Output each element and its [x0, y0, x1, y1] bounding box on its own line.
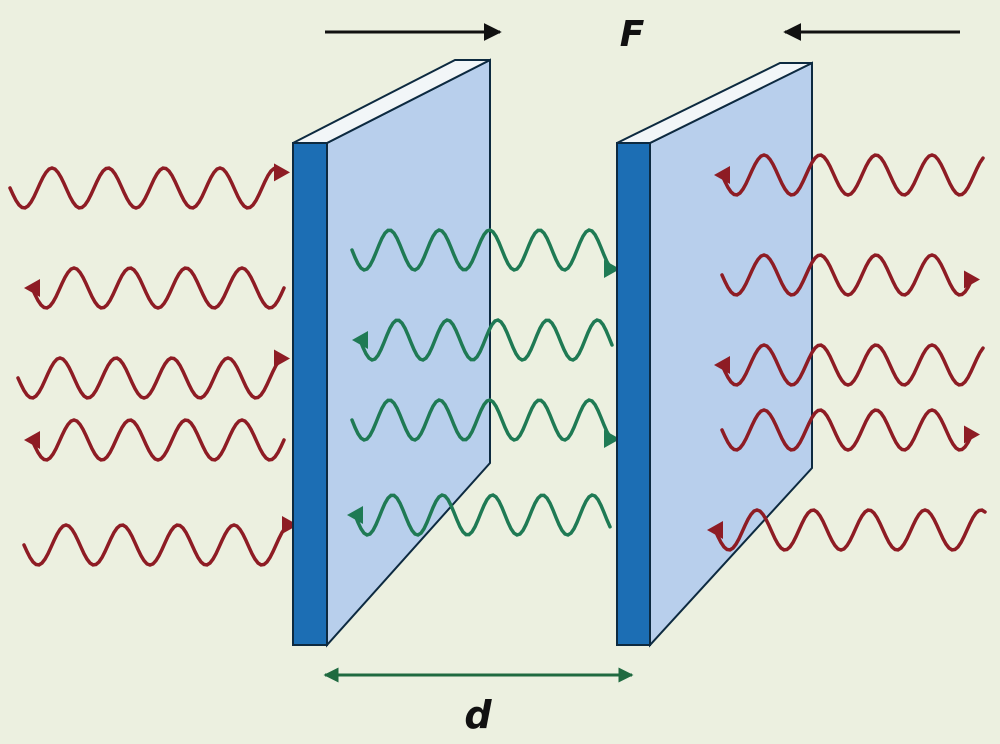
outside-wave-right-1-arrowhead [714, 166, 730, 184]
left-outside-waves [8, 163, 298, 567]
outside-wave-right-5-arrowhead [707, 521, 723, 539]
outside-wave-right-2 [720, 253, 973, 297]
inside-wave-1-arrowhead [604, 260, 620, 279]
outside-wave-right-1 [720, 153, 985, 197]
inside-wave-2-arrowhead [352, 331, 368, 349]
outside-wave-right-2-arrowhead [964, 270, 980, 289]
inside-wave-3-arrowhead [604, 430, 620, 449]
right-plate-side-edge [616, 142, 651, 646]
distance-label: d [464, 693, 492, 737]
left-plate-side-edge [292, 142, 328, 646]
outside-wave-left-2 [30, 266, 286, 310]
inside-wave-1 [350, 228, 612, 272]
outside-wave-right-4-arrowhead [964, 425, 980, 444]
outside-wave-left-5-arrowhead [282, 516, 298, 534]
outside-wave-right-3-arrowhead [714, 356, 730, 374]
outside-wave-left-3 [16, 356, 284, 400]
inside-wave-3 [350, 398, 612, 442]
outside-wave-left-3-arrowhead [274, 349, 290, 368]
outside-wave-left-1 [8, 166, 282, 210]
outside-wave-right-4 [720, 408, 973, 452]
outside-wave-right-3 [720, 343, 985, 387]
inside-wave-4-arrowhead [347, 506, 363, 524]
outside-wave-left-4-arrowhead [24, 431, 40, 449]
right-outside-waves-front [707, 153, 987, 552]
outside-wave-left-5 [22, 523, 290, 567]
inside-wave-2 [358, 318, 614, 362]
outside-wave-left-2-arrowhead [24, 279, 40, 297]
outside-wave-right-5 [713, 508, 987, 552]
between-plate-waves [347, 228, 620, 537]
force-label: F [620, 14, 645, 55]
outside-wave-left-4 [30, 418, 286, 462]
right-plate [616, 61, 813, 648]
outside-wave-left-1-arrowhead [274, 163, 290, 182]
inside-wave-4 [353, 493, 612, 537]
